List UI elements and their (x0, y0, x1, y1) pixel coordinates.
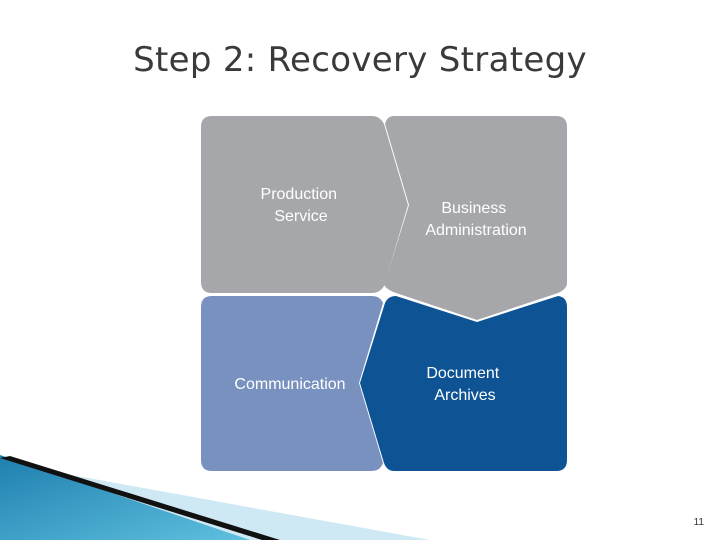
quadrant-label-line: Communication (234, 376, 345, 393)
quadrant-label-line: Archives (434, 387, 495, 404)
quadrant-shape-production-service (201, 116, 408, 293)
quadrant-label-production-service: Production Service (261, 186, 342, 225)
page-number: 11 (693, 517, 704, 528)
decoration-dark-stripe (0, 456, 280, 540)
quadrant-shape-business-administration (384, 116, 567, 320)
quadrant-label-line: Business (441, 200, 506, 217)
quadrant-shape-communication (201, 296, 383, 471)
quadrant-document-archives: Document Archives (360, 296, 567, 471)
quadrant-label-document-archives: Document Archives (426, 365, 503, 404)
quadrant-label-line: Document (426, 365, 499, 382)
quadrant-label-line: Production (261, 186, 338, 203)
quadrant-label-line: Administration (425, 222, 526, 239)
slide-title: Step 2: Recovery Strategy (133, 40, 587, 80)
quadrant-label-line: Service (274, 208, 327, 225)
quadrant-production-service: Production Service (201, 116, 408, 293)
quadrant-shape-document-archives (360, 296, 567, 471)
quadrant-business-administration: Business Administration (384, 116, 567, 320)
quadrant-label-business-administration: Business Administration (425, 200, 526, 239)
quadrant-label-communication: Communication (234, 376, 345, 393)
quadrant-communication: Communication (201, 296, 383, 471)
